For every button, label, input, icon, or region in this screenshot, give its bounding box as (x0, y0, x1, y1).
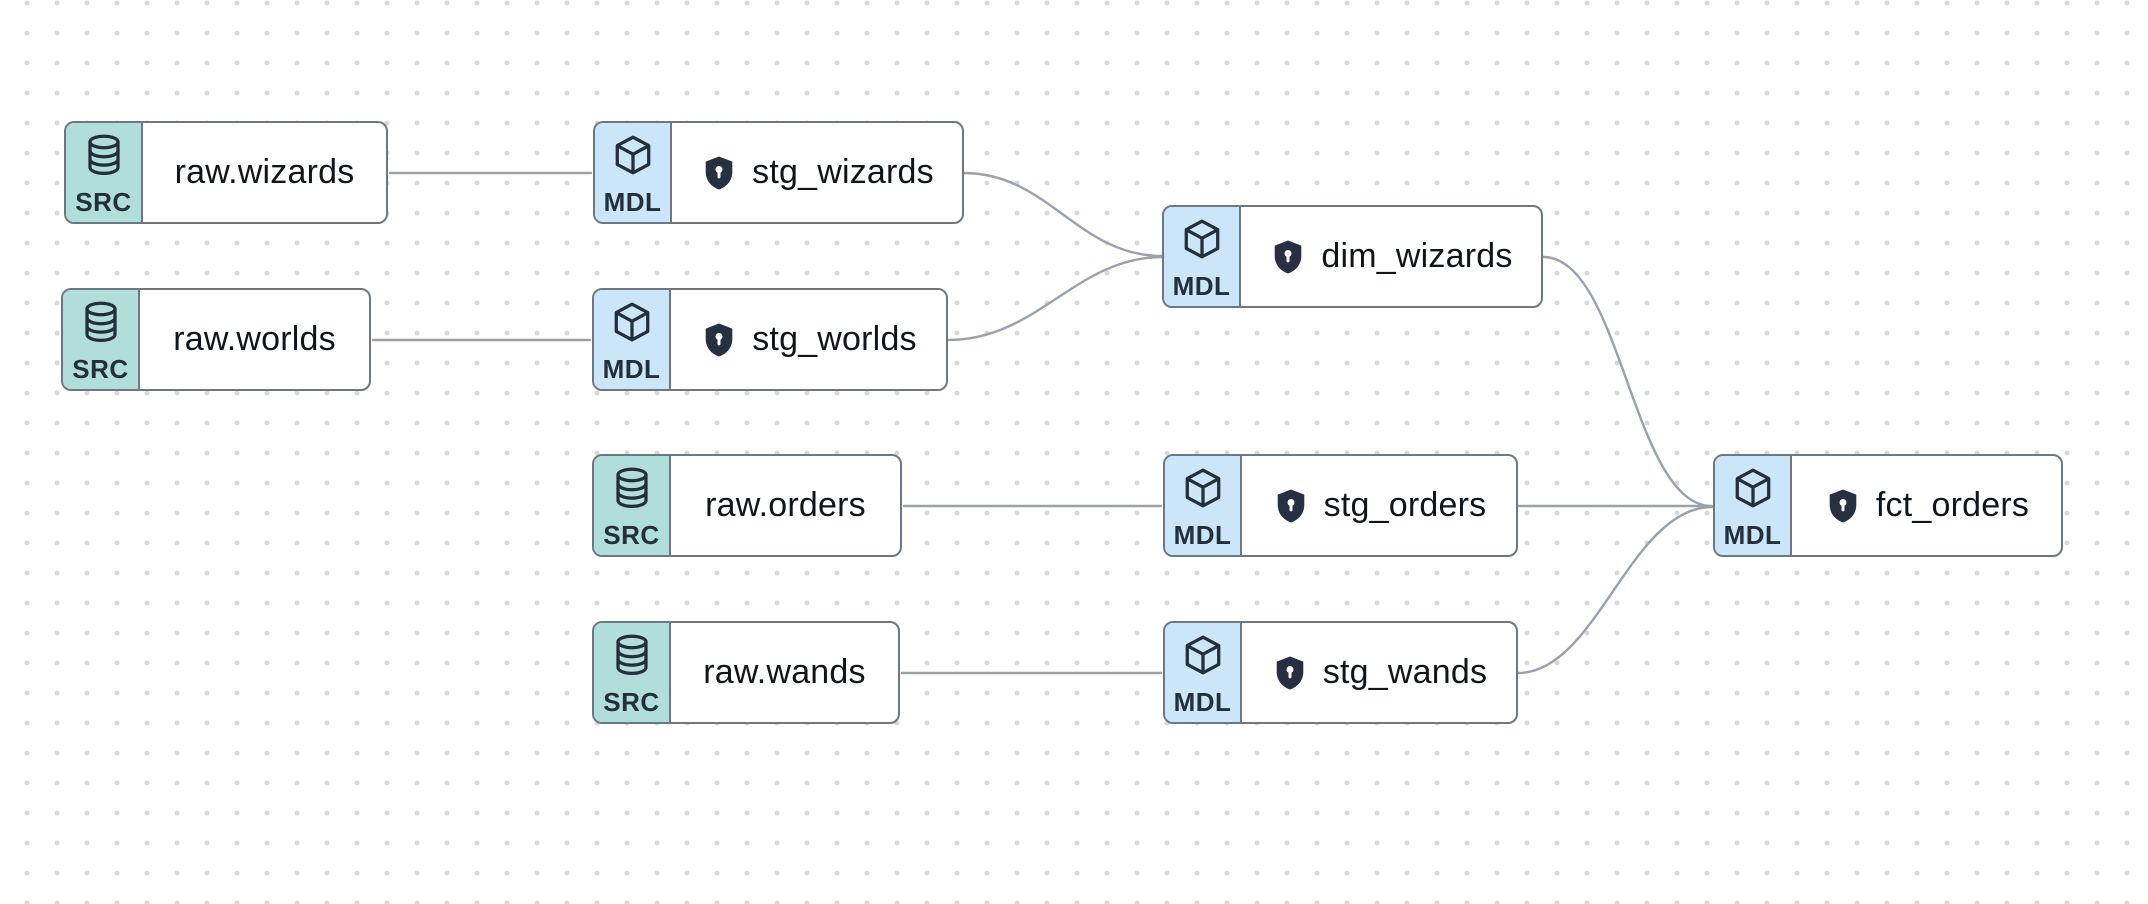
cube-icon (1179, 216, 1225, 262)
edge-stg_worlds-dim_wizards[interactable] (946, 255, 1164, 342)
node-stg_orders[interactable]: MDL stg_orders (1163, 454, 1518, 557)
cube-icon (1180, 632, 1226, 678)
node-label: stg_wizards (752, 153, 934, 191)
node-body: stg_wands (1242, 623, 1516, 722)
node-body: raw.orders (671, 456, 900, 555)
cube-icon (609, 299, 655, 345)
shield-lock-icon (700, 319, 738, 361)
cube-icon (1730, 465, 1776, 511)
cube-icon (1180, 465, 1226, 511)
cube-icon (610, 132, 656, 178)
node-label: raw.wizards (174, 153, 355, 191)
model-type-badge: MDL (1165, 623, 1242, 722)
shield-lock-icon (1272, 485, 1310, 527)
node-body: stg_worlds (671, 290, 946, 389)
node-stg_wizards[interactable]: MDL stg_wizards (593, 121, 964, 224)
model-type-badge: MDL (1165, 456, 1242, 555)
shield-lock-icon (1271, 652, 1309, 694)
source-type-badge: SRC (63, 290, 140, 389)
node-body: raw.wizards (143, 123, 386, 222)
badge-label: SRC (603, 520, 660, 550)
model-type-badge: MDL (595, 123, 672, 222)
edge-stg_wands-fct_orders[interactable] (1516, 505, 1714, 675)
node-body: fct_orders (1792, 456, 2061, 555)
node-body: raw.worlds (140, 290, 369, 389)
edge-dim_wizards-fct_orders[interactable] (1541, 255, 1714, 508)
badge-label: MDL (1173, 520, 1232, 550)
node-label: raw.worlds (173, 320, 336, 358)
node-label: raw.wands (703, 653, 866, 691)
model-type-badge: MDL (594, 290, 671, 389)
badge-label: MDL (602, 354, 661, 384)
node-dim_wizards[interactable]: MDL dim_wizards (1162, 205, 1543, 308)
node-raw_orders[interactable]: SRC raw.orders (592, 454, 902, 557)
badge-label: SRC (72, 354, 129, 384)
node-label: raw.orders (705, 486, 866, 524)
edge-stg_wizards-dim_wizards[interactable] (962, 171, 1164, 258)
model-type-badge: MDL (1164, 207, 1241, 306)
node-stg_worlds[interactable]: MDL stg_worlds (592, 288, 948, 391)
node-label: dim_wizards (1321, 237, 1513, 275)
badge-label: MDL (603, 187, 662, 217)
node-label: fct_orders (1875, 486, 2030, 524)
database-icon (78, 299, 124, 345)
node-label: stg_orders (1323, 486, 1487, 524)
node-body: dim_wizards (1241, 207, 1541, 306)
node-body: stg_orders (1242, 456, 1516, 555)
shield-lock-icon (1269, 236, 1307, 278)
database-icon (81, 132, 127, 178)
shield-lock-icon (1824, 485, 1862, 527)
badge-label: MDL (1172, 271, 1231, 301)
node-raw_wands[interactable]: SRC raw.wands (592, 621, 900, 724)
badge-label: SRC (603, 687, 660, 717)
shield-lock-icon (700, 152, 738, 194)
node-stg_wands[interactable]: MDL stg_wands (1163, 621, 1518, 724)
source-type-badge: SRC (66, 123, 143, 222)
database-icon (609, 465, 655, 511)
node-label: stg_worlds (752, 320, 917, 358)
node-raw_worlds[interactable]: SRC raw.worlds (61, 288, 371, 391)
badge-label: MDL (1173, 687, 1232, 717)
database-icon (609, 632, 655, 678)
node-label: stg_wands (1322, 653, 1488, 691)
badge-label: SRC (75, 187, 132, 217)
model-type-badge: MDL (1715, 456, 1792, 555)
source-type-badge: SRC (594, 456, 671, 555)
source-type-badge: SRC (594, 623, 671, 722)
node-body: raw.wands (671, 623, 898, 722)
node-fct_orders[interactable]: MDL fct_orders (1713, 454, 2063, 557)
badge-label: MDL (1723, 520, 1782, 550)
node-raw_wizards[interactable]: SRC raw.wizards (64, 121, 388, 224)
node-body: stg_wizards (672, 123, 962, 222)
